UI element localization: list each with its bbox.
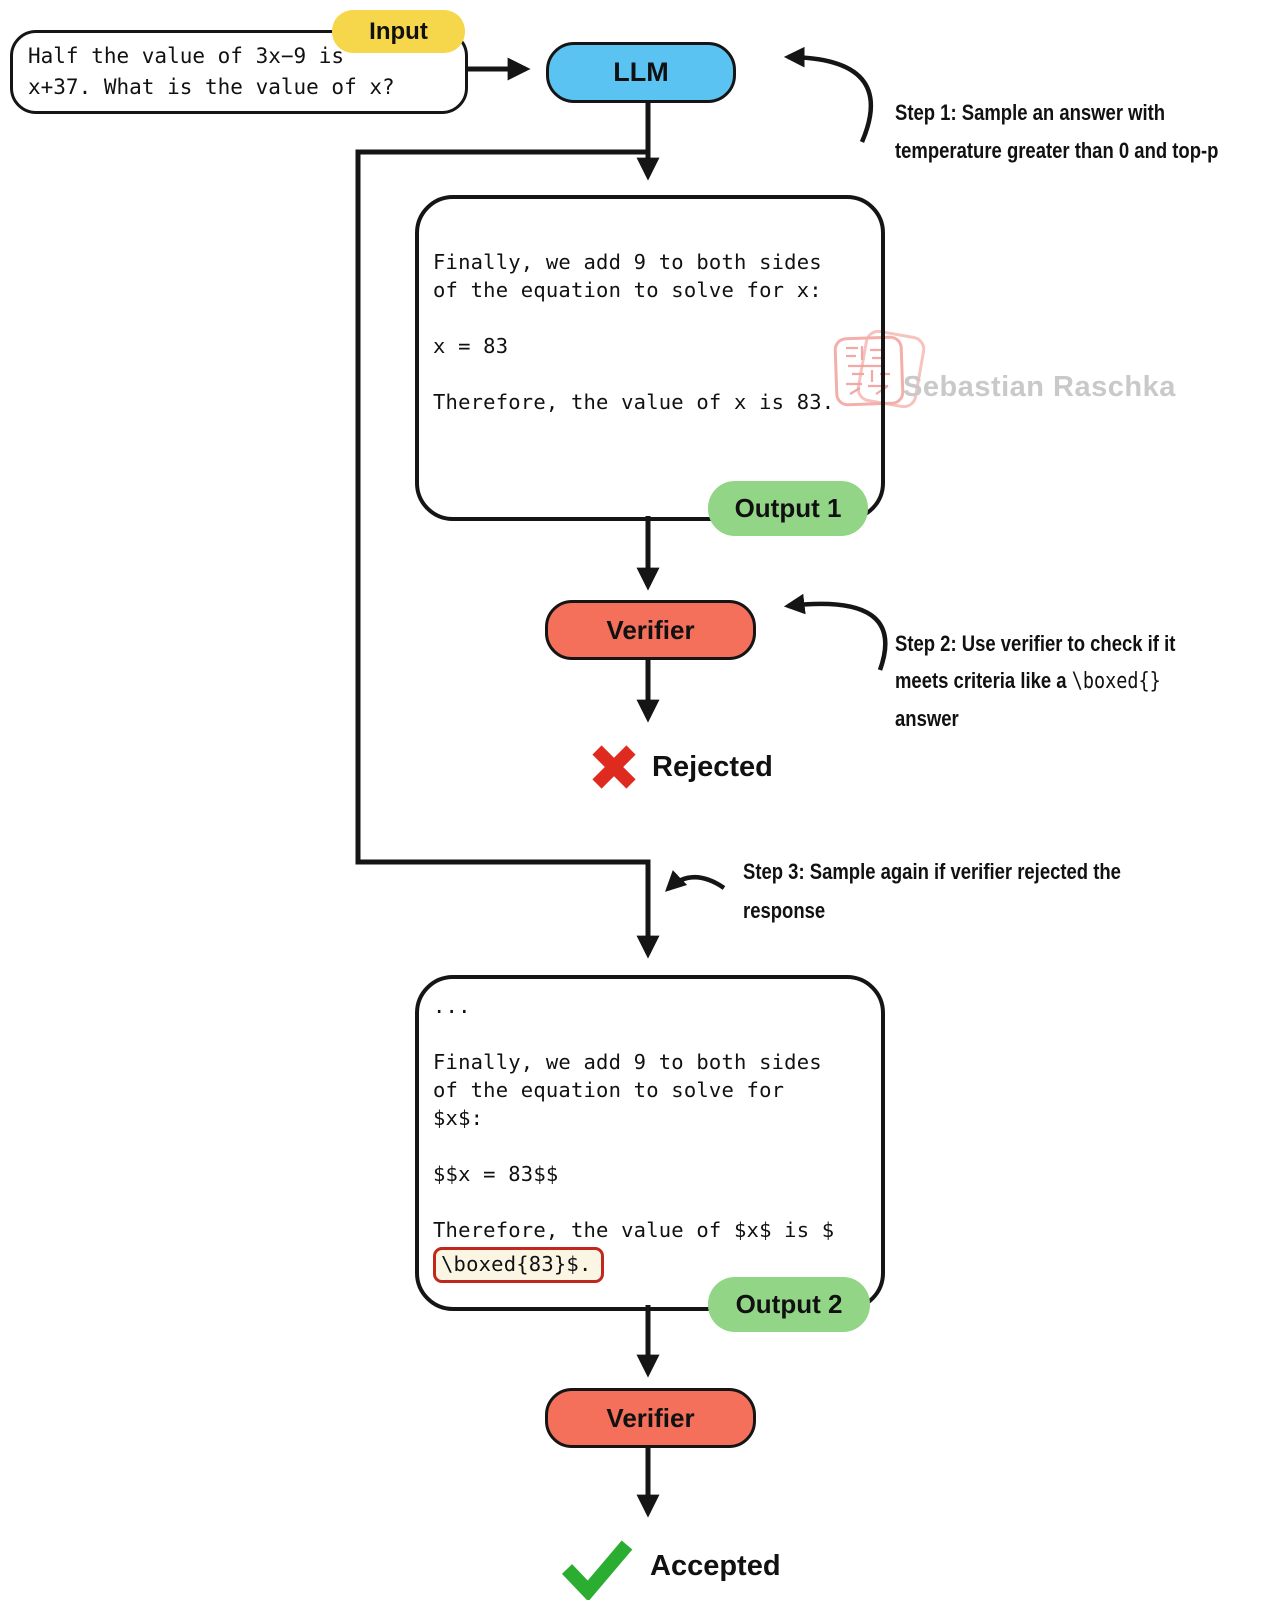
accepted-label: Accepted — [650, 1550, 781, 1582]
rejected-label: Rejected — [652, 751, 773, 783]
output2-card — [415, 975, 885, 1311]
watermark-author: Sebastian Raschka — [903, 371, 1176, 403]
step1-curved-arrow — [783, 46, 873, 143]
step2-curved-arrow — [783, 593, 888, 671]
feedback-loop-line — [355, 149, 660, 959]
step2-text-prefix: Step 2: Use verifier to check if it meet… — [895, 631, 1176, 693]
input-question-text: Half the value of 3x−9 is x+37. What is … — [28, 44, 395, 99]
step3-curved-arrow — [665, 870, 726, 892]
verifier2-node: Verifier — [545, 1388, 756, 1448]
step2-code-snippet: \boxed{} — [1071, 669, 1161, 694]
output2-text-body: ... Finally, we add 9 to both sides of t… — [433, 994, 835, 1242]
rejected-x-icon — [592, 745, 636, 789]
output2-text: ... Finally, we add 9 to both sides of t… — [433, 992, 863, 1283]
step2-text-suffix: answer — [895, 706, 959, 731]
output1-text: Finally, we add 9 to both sides of the e… — [433, 250, 835, 414]
step3-annotation: Step 3: Sample again if verifier rejecte… — [743, 859, 1121, 923]
input-badge: Input — [332, 10, 465, 53]
output1-badge: Output 1 — [708, 481, 868, 536]
step1-annotation: Step 1: Sample an answer with temperatur… — [895, 100, 1219, 163]
verifier1-node: Verifier — [545, 600, 756, 660]
accepted-check-icon — [561, 1540, 633, 1600]
step2-annotation: Step 2: Use verifier to check if it meet… — [895, 625, 1261, 737]
output1-card — [415, 195, 885, 521]
boxed-answer-highlight: \boxed{83}$. — [433, 1247, 604, 1283]
llm-node: LLM — [546, 42, 736, 103]
output2-badge: Output 2 — [708, 1277, 870, 1332]
